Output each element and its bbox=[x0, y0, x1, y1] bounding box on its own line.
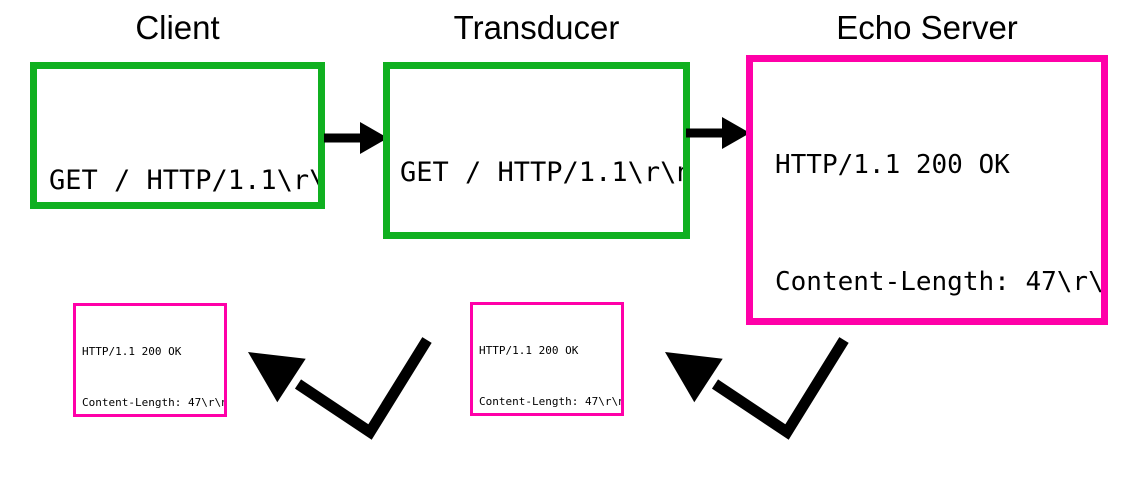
echo-server-response-box: HTTP/1.1 200 OK Content-Length: 47\r\n G… bbox=[746, 55, 1108, 325]
header-line: Content-Length: 47\r\n bbox=[775, 267, 1108, 297]
transducer-request-box: GET / HTTP/1.1\r\n Host: echo\r\n Via: T… bbox=[383, 62, 690, 239]
status-line: HTTP/1.1 200 OK bbox=[479, 344, 579, 357]
message-line: GET / HTTP/1.1\r\n bbox=[49, 165, 325, 196]
status-line: HTTP/1.1 200 OK bbox=[775, 150, 1010, 180]
client-response-box: HTTP/1.1 200 OK Content-Length: 47\r\n G… bbox=[73, 303, 227, 417]
zigzag-up-left-arrow-icon bbox=[248, 337, 432, 440]
transducer-title: Transducer bbox=[453, 9, 620, 46]
status-line: HTTP/1.1 200 OK bbox=[82, 345, 182, 358]
right-arrow-icon bbox=[324, 122, 388, 154]
right-arrow-icon bbox=[686, 117, 750, 149]
client-title: Client bbox=[135, 9, 220, 46]
client-request-box: GET / HTTP/1.1\r\n Host: echo\r\n \r\n bbox=[30, 62, 325, 209]
header-line: Content-Length: 47\r\n bbox=[82, 396, 227, 409]
header-line: Content-Length: 47\r\n bbox=[479, 395, 624, 408]
transducer-response-box: HTTP/1.1 200 OK Content-Length: 47\r\n G… bbox=[470, 302, 624, 416]
echo-server-title: Echo Server bbox=[836, 9, 1018, 46]
zigzag-up-left-arrow-icon bbox=[665, 337, 849, 440]
message-line: GET / HTTP/1.1\r\n bbox=[400, 157, 690, 188]
